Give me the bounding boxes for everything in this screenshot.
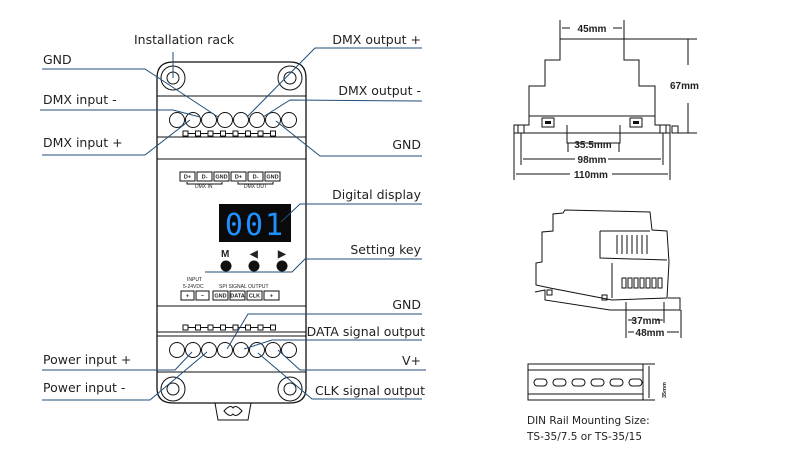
dmx-terminal-label: GND [215, 175, 227, 181]
label-digital-display: Digital display [332, 187, 422, 202]
label-clk-signal-output: CLK signal output [315, 383, 425, 398]
label-gnd-top: GND [43, 52, 72, 67]
dmx-terminal [264, 171, 281, 182]
mount-hole-bottom-right [277, 376, 303, 402]
top-screw-terminal [249, 112, 265, 128]
dmx-terminal [179, 171, 196, 182]
label-data-signal-output: DATA signal output [307, 324, 425, 339]
spi-terminal-label: GND [214, 294, 226, 300]
left-key-button[interactable] [248, 260, 260, 272]
rail-slot [590, 378, 605, 387]
label-gnd-right-bottom: GND [392, 297, 421, 312]
dmx-in-label: DMX IN [195, 184, 213, 190]
led-indicator [270, 324, 276, 331]
top-screw-terminal [185, 112, 201, 128]
top-screw-terminal [169, 112, 185, 128]
dim-top-width: 45mm [578, 24, 607, 35]
power-terminal-label: + [186, 294, 189, 300]
top-screw-terminal [265, 112, 281, 128]
rail-slot [609, 378, 624, 387]
mount-hole-bottom-left [160, 376, 186, 402]
label-power-input-minus: Power input - [43, 380, 125, 395]
din-clip [214, 402, 252, 421]
side-view-dimensions: 45mm 67mm 35.5mm 98mm 110mm [513, 20, 699, 181]
spi-label: SPI SIGNAL OUTPUT [219, 284, 269, 290]
bottom-screw-terminal [265, 342, 281, 358]
dmx-terminal-label: GND [266, 175, 278, 181]
label-dmx-input-plus: DMX input + [43, 135, 123, 150]
left-key-label: ◀ [249, 249, 258, 260]
label-dmx-output-plus: DMX output + [332, 32, 421, 47]
mount-hole-top-right [277, 65, 303, 91]
spi-terminal-label: DATA [230, 294, 244, 300]
dmx-terminal [213, 171, 230, 182]
din-rail-size-spec: TS-35/7.5 or TS-35/15 [526, 431, 642, 443]
spi-terminal-label: CLK [249, 294, 260, 300]
label-dmx-input-minus: DMX input - [43, 92, 117, 107]
bottom-screw-terminal [217, 342, 233, 358]
right-key-button[interactable] [276, 260, 288, 272]
bottom-screw-terminal [281, 342, 297, 358]
spi-terminal-label: + [270, 294, 273, 300]
din-rail-drawing: 35mm DIN Rail Mounting Size: TS-35/7.5 o… [526, 363, 668, 443]
digital-display-screen [219, 204, 291, 242]
dmx-terminal-label: D- [253, 175, 259, 181]
dim-rail-height: 35mm [662, 382, 668, 398]
power-terminal [180, 290, 195, 301]
dim-hole-spacing: 98mm [578, 155, 607, 166]
isometric-view: 37mm 48mm [534, 209, 682, 339]
callout-lines [40, 47, 426, 401]
dmx-out-label: DMX OUT [244, 184, 267, 190]
dim-total-width: 110mm [574, 170, 608, 181]
dmx-terminal-label: D+ [235, 175, 242, 181]
dim-depth-outer: 48mm [636, 328, 665, 339]
dmx-terminal [247, 171, 264, 182]
top-screw-terminal [281, 112, 297, 128]
led-indicator [270, 130, 276, 137]
dmx-terminal-label: D+ [184, 175, 191, 181]
spi-terminal [263, 290, 280, 301]
top-screw-terminal [233, 112, 249, 128]
mode-key-label: M [221, 249, 229, 260]
bottom-screw-terminal [201, 342, 217, 358]
spi-terminal [212, 290, 229, 301]
mode-key-button[interactable] [220, 260, 232, 272]
top-screw-terminal [217, 112, 233, 128]
top-screw-terminal [201, 112, 217, 128]
bottom-screw-terminal [169, 342, 185, 358]
bottom-screw-terminal [185, 342, 201, 358]
input-label: INPUT [187, 277, 202, 283]
rail-slot [628, 378, 643, 387]
spi-terminal [246, 290, 263, 301]
label-power-input-plus: Power input + [43, 352, 131, 367]
dmx-terminal [196, 171, 213, 182]
dmx-terminal-label: D- [202, 175, 208, 181]
spi-terminal [229, 290, 246, 301]
installation-rack-label: Installation rack [134, 32, 235, 47]
power-terminal [195, 290, 210, 301]
label-setting-key: Setting key [350, 242, 421, 257]
rail-slot [552, 378, 567, 387]
bottom-screw-terminal [233, 342, 249, 358]
power-terminal-label: − [201, 294, 204, 300]
bottom-screw-terminal [249, 342, 265, 358]
rail-slot [533, 378, 548, 387]
display-readout: 001 [225, 208, 285, 243]
label-gnd-right-top: GND [392, 137, 421, 152]
dim-rail-gap: 35.5mm [574, 140, 611, 151]
label-v-plus: V+ [402, 353, 421, 368]
right-key-label: ▶ [277, 249, 287, 260]
label-dmx-output-minus: DMX output - [338, 83, 421, 98]
dim-height: 67mm [670, 81, 699, 92]
rail-slot [571, 378, 586, 387]
din-rail-size-title: DIN Rail Mounting Size: [527, 415, 650, 427]
dim-depth-inner: 37mm [632, 316, 661, 327]
dmx-terminal [230, 171, 247, 182]
input-voltage: 5-24VDC [183, 284, 204, 290]
